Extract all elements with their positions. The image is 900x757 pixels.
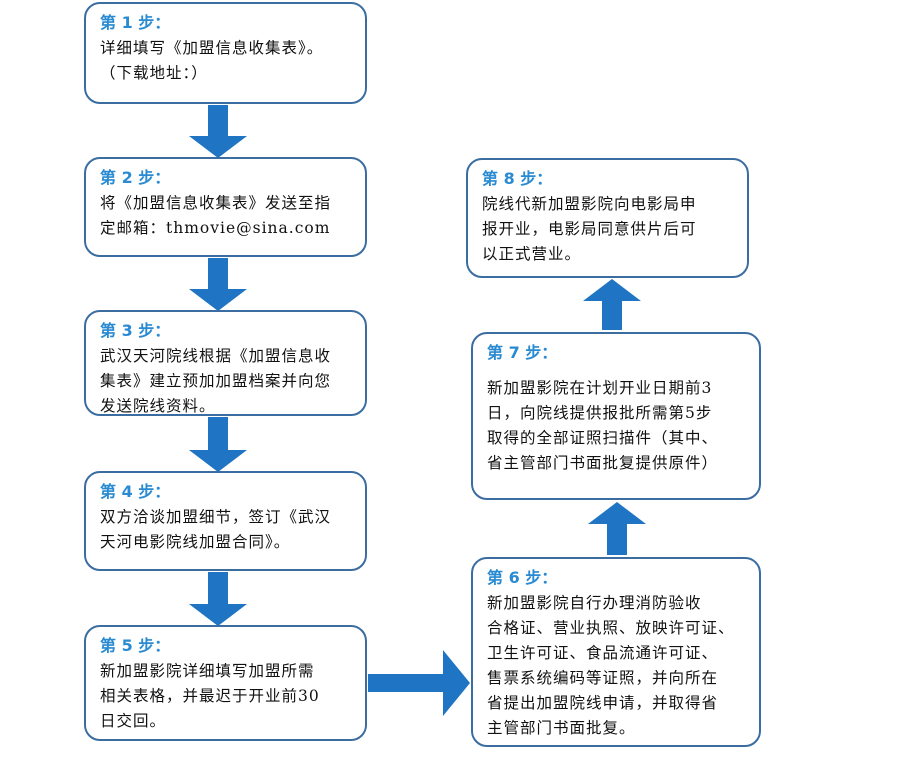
arrow-up-7-8 — [583, 279, 641, 330]
step-4-box: 第 4 步： 双方洽谈加盟细节，签订《武汉 天河电影院线加盟合同》。 — [84, 471, 367, 571]
step-2-title: 第 2 步： — [100, 168, 171, 187]
step-5-text: 新加盟影院详细填写加盟所需 相关表格，并最迟于开业前30 日交回。 — [100, 662, 320, 730]
step-3-title: 第 3 步： — [100, 321, 171, 340]
step-7-title: 第 7 步： — [487, 343, 558, 362]
arrow-down-1-2 — [189, 105, 247, 158]
step-6-box: 第 6 步： 新加盟影院自行办理消防验收 合格证、营业执照、放映许可证、 卫生许… — [471, 557, 761, 747]
step-1-text: 详细填写《加盟信息收集表》。 （下载地址：） — [100, 39, 324, 82]
arrow-up-6-7 — [588, 502, 646, 555]
step-4-text: 双方洽谈加盟细节，签订《武汉 天河电影院线加盟合同》。 — [100, 508, 332, 551]
step-3-text: 武汉天河院线根据《加盟信息收 集表》建立预加加盟档案并向您 发送院线资料。 — [100, 347, 332, 415]
step-1-box: 第 1 步： 详细填写《加盟信息收集表》。 （下载地址：） — [84, 2, 367, 104]
step-6-title: 第 6 步： — [487, 568, 558, 587]
arrow-down-4-5 — [189, 572, 247, 626]
step-7-box: 第 7 步： 新加盟影院在计划开业日期前3 日，向院线提供报批所需第5步 取得的… — [471, 332, 761, 500]
step-5-box: 第 5 步： 新加盟影院详细填写加盟所需 相关表格，并最迟于开业前30 日交回。 — [84, 625, 367, 741]
step-5-title: 第 5 步： — [100, 636, 171, 655]
arrow-down-2-3 — [189, 258, 247, 311]
step-4-title: 第 4 步： — [100, 482, 171, 501]
arrow-right-5-6 — [368, 650, 470, 716]
step-7-text: 新加盟影院在计划开业日期前3 日，向院线提供报批所需第5步 取得的全部证照扫描件… — [487, 379, 719, 472]
step-6-text: 新加盟影院自行办理消防验收 合格证、营业执照、放映许可证、 卫生许可证、食品流通… — [487, 594, 735, 737]
step-1-title: 第 1 步： — [100, 13, 171, 32]
arrow-down-3-4 — [189, 417, 247, 472]
step-3-box: 第 3 步： 武汉天河院线根据《加盟信息收 集表》建立预加加盟档案并向您 发送院… — [84, 310, 367, 416]
step-2-text: 将《加盟信息收集表》发送至指 定邮箱：thmovie@sina.com — [100, 194, 332, 237]
step-8-text: 院线代新加盟影院向电影局申 报开业，电影局同意供片后可 以正式营业。 — [482, 195, 697, 263]
step-2-box: 第 2 步： 将《加盟信息收集表》发送至指 定邮箱：thmovie@sina.c… — [84, 157, 367, 257]
step-8-title: 第 8 步： — [482, 169, 553, 188]
step-8-box: 第 8 步： 院线代新加盟影院向电影局申 报开业，电影局同意供片后可 以正式营业… — [466, 158, 749, 278]
